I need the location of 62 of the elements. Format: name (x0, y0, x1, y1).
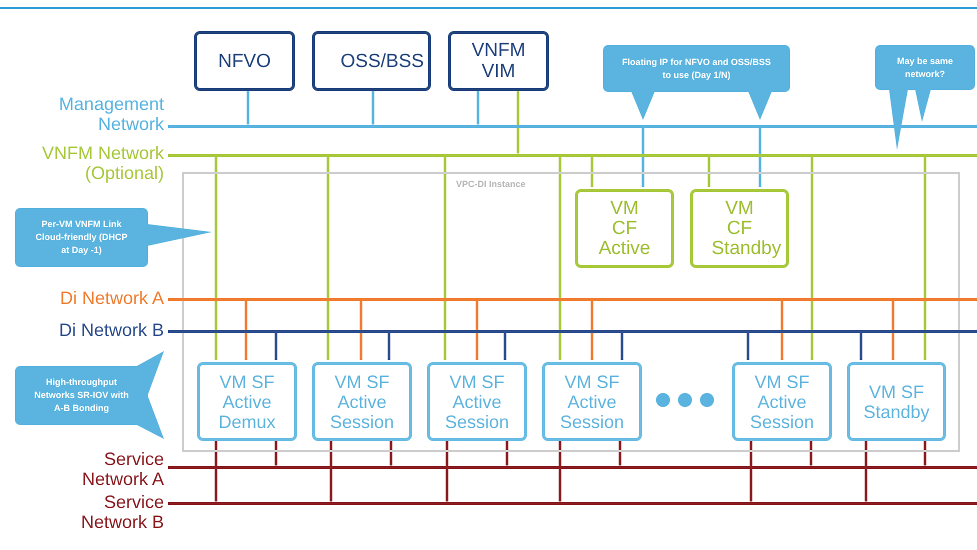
component-box: VNFM VIM (448, 31, 549, 91)
link-line (516, 91, 520, 154)
link-line (274, 332, 278, 360)
link-line (746, 332, 750, 360)
link-line (476, 91, 480, 124)
vm-box: VM SF Active Session (427, 362, 527, 441)
network-line (168, 466, 977, 468)
link-line (372, 91, 374, 124)
link-line (780, 300, 784, 360)
link-line (924, 156, 926, 360)
link-line (274, 439, 278, 466)
link-line (214, 156, 218, 360)
link-line (476, 300, 478, 360)
vm-box: VM SF Standby (847, 362, 946, 441)
network-line (168, 502, 977, 504)
component-box: OSS/BSS (312, 31, 431, 91)
vm-box: VM SF Active Session (542, 362, 642, 441)
link-line (864, 439, 868, 502)
link-line (860, 332, 862, 360)
link-line (924, 439, 926, 466)
link-line (388, 332, 390, 360)
network-line (168, 124, 977, 128)
vm-box: VM CF Standby (690, 189, 789, 268)
vm-box: VM CF Active (575, 189, 674, 268)
component-box: NFVO (194, 31, 295, 91)
instance-boundary (182, 172, 960, 452)
link-line (758, 128, 762, 187)
link-line (244, 300, 248, 360)
link-line (618, 439, 622, 466)
link-line (214, 439, 218, 502)
link-line (558, 439, 562, 502)
link-line (326, 156, 330, 360)
link-line (446, 439, 448, 502)
link-line (506, 439, 508, 466)
boundary-label: VPC-DI Instance (456, 178, 526, 191)
vm-box: VM SF Active Session (312, 362, 412, 441)
link-line (590, 156, 594, 187)
link-line (620, 332, 624, 360)
network-label: Management Network (58, 94, 164, 134)
link-line (390, 439, 392, 466)
link-line (750, 439, 752, 502)
network-line (168, 154, 977, 156)
link-line (558, 156, 562, 360)
link-line (642, 128, 644, 187)
network-label: VNFM Network (Optional) (40, 143, 164, 183)
link-line (708, 156, 710, 187)
link-line (810, 439, 812, 466)
link-line (246, 91, 250, 124)
vm-box: VM SF Active Demux (197, 362, 297, 441)
network-label: Service Network B (80, 492, 164, 532)
network-label: Service Network A (80, 449, 164, 489)
link-line (590, 300, 594, 360)
link-line (810, 156, 814, 360)
link-line (504, 332, 506, 360)
link-line (360, 300, 362, 360)
link-line (444, 156, 446, 360)
network-label: Di Network B (58, 320, 164, 340)
link-line (330, 439, 332, 502)
network-label: Di Network A (60, 288, 164, 308)
vm-box: VM SF Active Session (732, 362, 832, 441)
callout-bubble: May be same network? (875, 45, 975, 150)
link-line (892, 300, 894, 360)
